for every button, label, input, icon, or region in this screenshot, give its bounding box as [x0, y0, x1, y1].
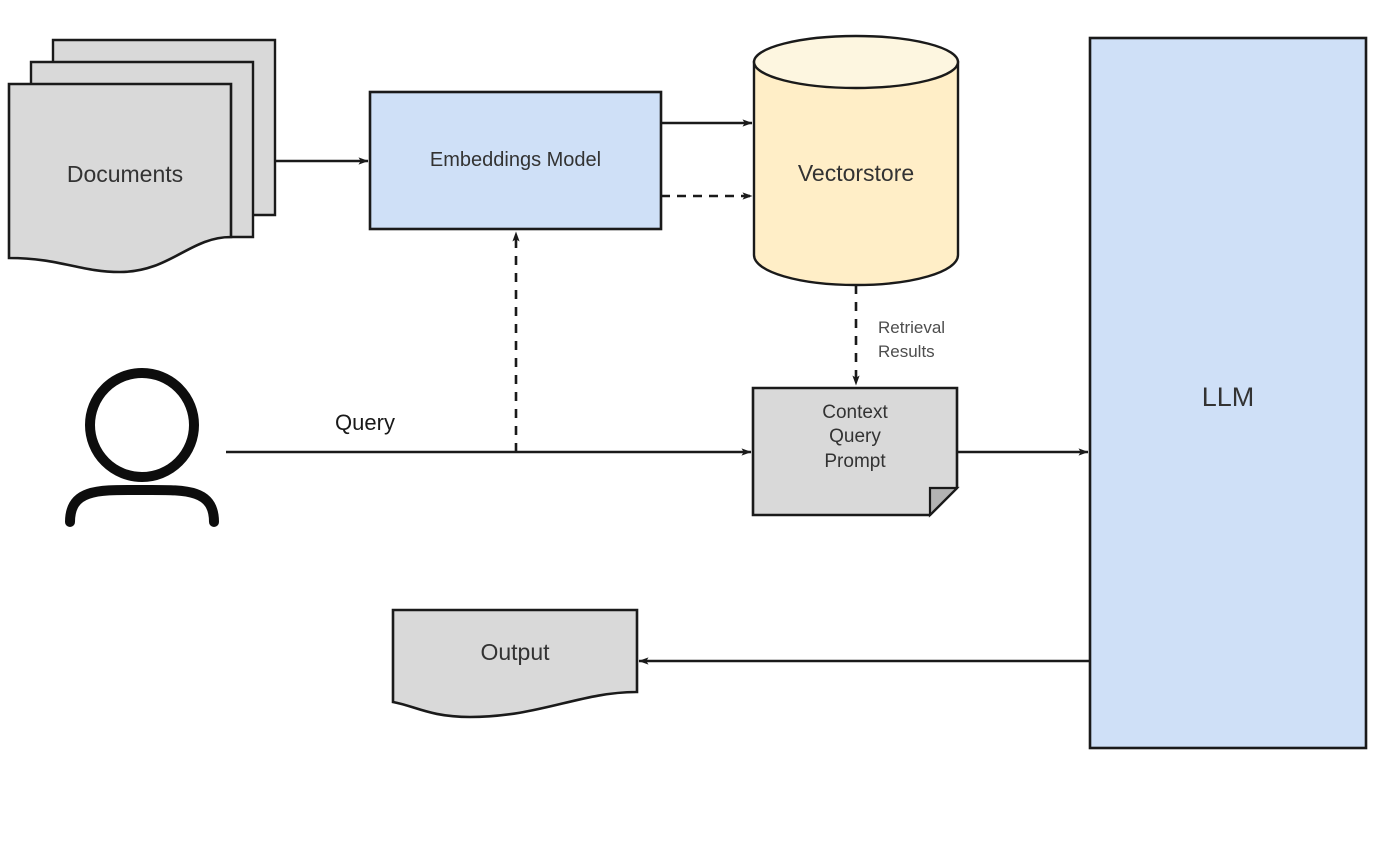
node-llm[interactable] — [1088, 36, 1368, 750]
node-user-actor[interactable] — [65, 368, 219, 527]
context-note-fold — [928, 486, 960, 518]
user-head-icon — [85, 368, 199, 482]
vectorstore-top-ellipse — [752, 34, 960, 90]
node-vectorstore[interactable] — [752, 34, 960, 287]
context-note-body — [751, 386, 959, 517]
node-context-query-prompt[interactable] — [751, 386, 960, 518]
documents-sheet-front — [7, 82, 233, 274]
embeddings-model-rect — [368, 90, 663, 231]
llm-rect — [1088, 36, 1368, 750]
output-doc-shape — [391, 608, 639, 719]
node-output[interactable] — [391, 608, 639, 719]
node-documents[interactable] — [7, 38, 277, 274]
node-embeddings-model[interactable] — [368, 90, 663, 231]
user-shoulders-icon — [65, 484, 219, 527]
vectorstore-body — [752, 60, 960, 287]
